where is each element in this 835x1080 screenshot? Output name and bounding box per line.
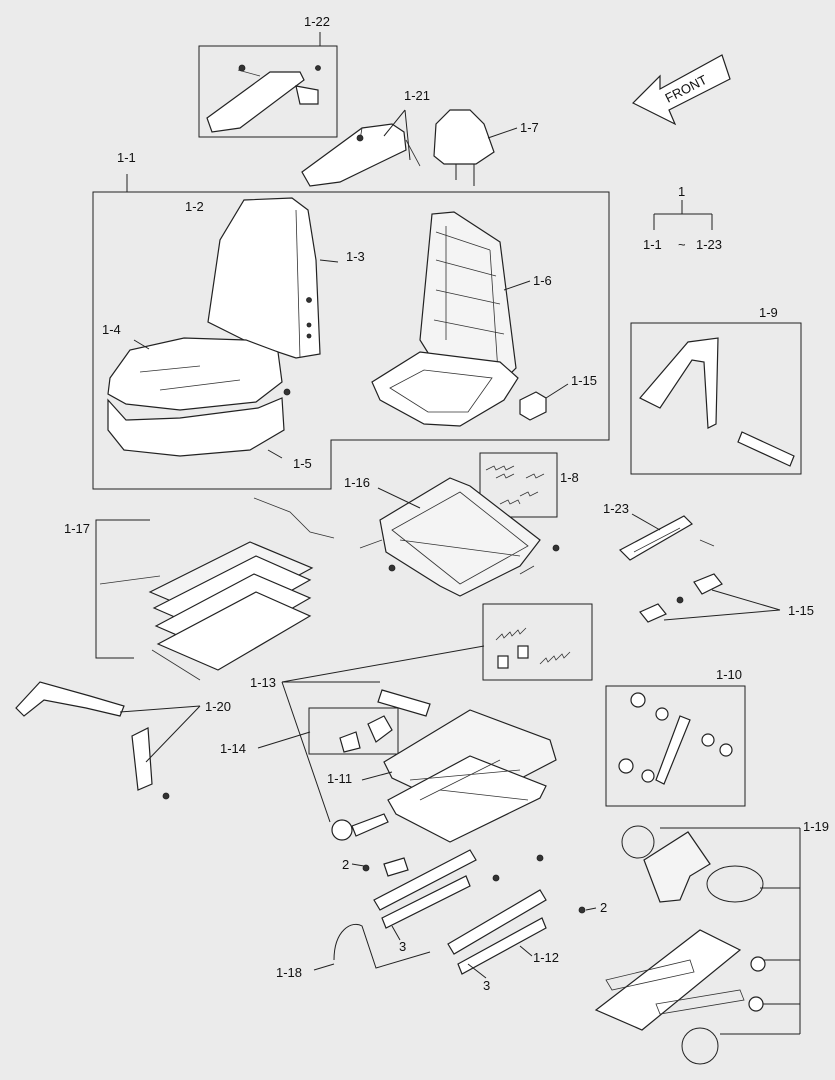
bellows-1-17 [95,497,335,681]
label-1-3: 1-3 [346,249,365,264]
label-1-10: 1-10 [716,667,742,682]
tree-range-end: 1-23 [696,237,722,252]
headrest-1-7 [433,109,518,186]
tree-range-start: 1-1 [643,237,662,252]
label-1-8: 1-8 [560,470,579,485]
label-1-15-upper: 1-15 [571,373,597,388]
assembly-tree: 1 1-1 ~ 1-23 [643,184,722,252]
springs-detail-1-13 [281,603,593,823]
suspension-1-11 [331,709,557,843]
label-1-20: 1-20 [205,699,231,714]
lower-rails [313,849,597,979]
front-arrow: FRONT [631,54,731,126]
armrest-1-21 [301,109,421,187]
bracket-detail-1-14 [257,707,399,755]
label-1-11: 1-11 [327,771,352,786]
label-1-9: 1-9 [759,305,778,320]
label-1-18: 1-18 [276,965,302,980]
shock-detail-1-10 [605,685,746,807]
slide-frame-1-16 [359,477,560,597]
tree-range-sep: ~ [678,237,686,252]
label-1-21: 1-21 [404,88,430,103]
callout-labels: 1-22 1-21 1-7 1-1 1-2 1-3 1-4 1-5 1-6 1-… [64,14,829,993]
seat-assembly-box-1-1 [92,174,610,490]
label-1-4: 1-4 [102,322,121,337]
armrest-detail-1-22 [198,32,338,138]
label-1-17: 1-17 [64,521,90,536]
label-1-12: 1-12 [533,950,559,965]
belt-detail-1-9 [630,322,802,475]
label-1-5: 1-5 [293,456,312,471]
label-1-22: 1-22 [304,14,330,29]
label-1-13: 1-13 [250,675,276,690]
springs-detail-1-8 [479,452,558,518]
label-1-6: 1-6 [533,273,552,288]
label-1-19: 1-19 [803,819,829,834]
tree-root-label: 1 [678,184,685,199]
label-1-23: 1-23 [603,501,629,516]
label-2-right: 2 [600,900,607,915]
label-1-7: 1-7 [520,120,539,135]
label-1-15-lower: 1-15 [788,603,814,618]
pedal-assembly-1-19 [594,825,801,1065]
label-1-2: 1-2 [185,199,204,214]
label-1-14: 1-14 [220,741,246,756]
label-1-16: 1-16 [344,475,370,490]
slide-rail-1-23 [619,513,781,623]
seat-belt-1-20 [15,681,201,800]
label-2-left: 2 [342,857,349,872]
label-3-lower: 3 [483,978,490,993]
label-3-upper: 3 [399,939,406,954]
label-1-1: 1-1 [117,150,136,165]
